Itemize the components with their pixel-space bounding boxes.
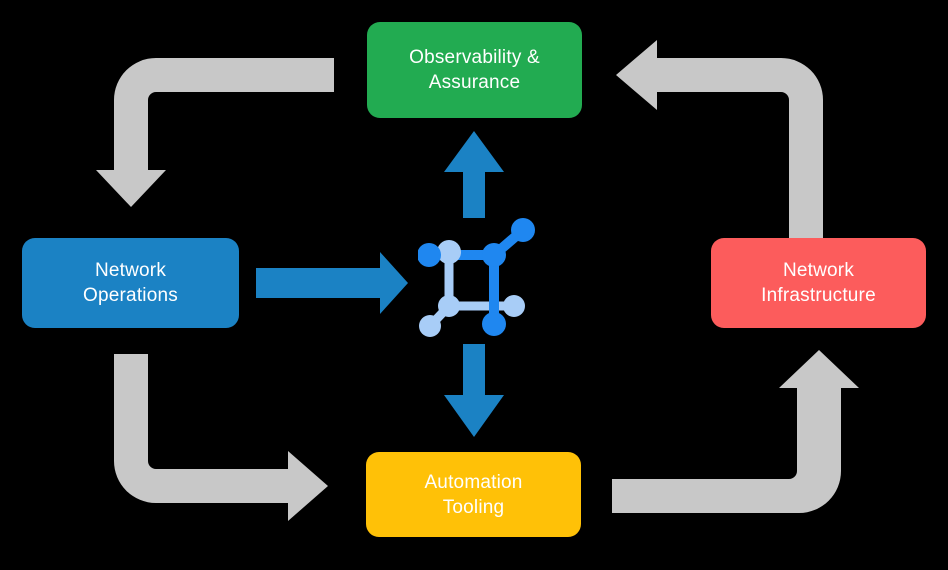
flow-arrow-observability-to-ops: [96, 58, 334, 207]
node-box-automation-tooling[interactable]: Automation Tooling: [366, 452, 581, 537]
node-box-network-operations[interactable]: Network Operations: [22, 238, 239, 328]
accent-arrow-center-to-automation: [444, 344, 504, 437]
flow-arrow-automation-to-infrastructure: [612, 350, 859, 513]
flow-arrow-ops-to-automation: [114, 354, 328, 521]
node-label-network-operations: Network Operations: [83, 260, 178, 306]
network-topology-icon: [418, 218, 535, 337]
accent-arrow-center-to-observability: [444, 131, 504, 218]
accent-arrow-ops-to-center: [256, 252, 408, 314]
node-box-network-infrastructure[interactable]: Network Infrastructure: [711, 238, 926, 328]
node-label-network-infrastructure: Network Infrastructure: [761, 260, 876, 306]
flow-arrow-infrastructure-to-observability: [616, 40, 823, 238]
node-label-automation-tooling: Automation Tooling: [424, 471, 523, 518]
node-label-observability: Observability & Assurance: [409, 47, 540, 93]
node-box-observability[interactable]: Observability & Assurance: [367, 22, 582, 118]
